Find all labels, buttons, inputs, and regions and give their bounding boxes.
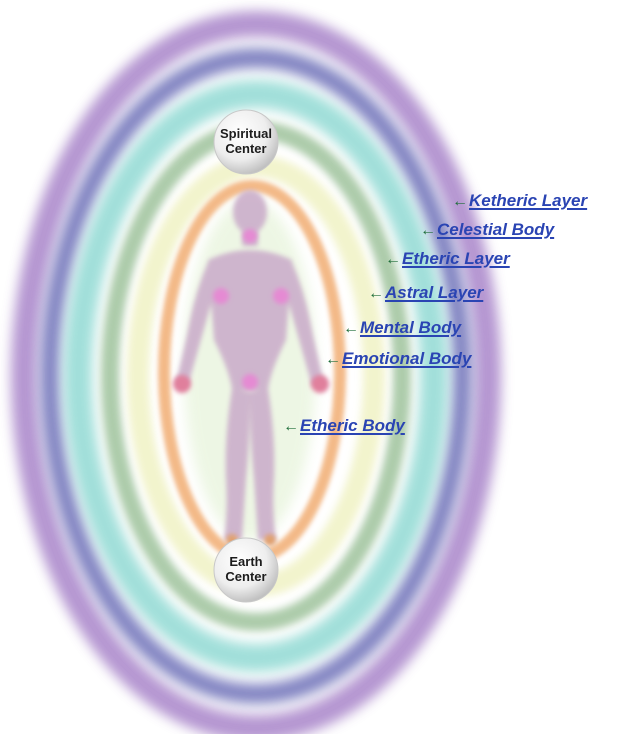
earth-center: Earth Center <box>214 538 278 602</box>
right-shoulder-point <box>273 288 289 304</box>
sacral-chakra <box>242 374 258 390</box>
left-hand-point <box>173 375 191 393</box>
earth-center-line2: Center <box>225 569 266 584</box>
emotional-body-label: Emotional Body <box>342 349 471 368</box>
etheric-layer-link[interactable]: ←Etheric Layer <box>385 249 510 270</box>
right-hand-point <box>311 375 329 393</box>
astral-layer-label: Astral Layer <box>385 283 483 302</box>
arrow-left-icon: ← <box>385 250 401 270</box>
throat-chakra <box>243 229 257 243</box>
arrow-left-icon: ← <box>343 319 359 339</box>
mental-body-label: Mental Body <box>360 318 461 337</box>
earth-center-line1: Earth <box>229 554 262 569</box>
arrow-left-icon: ← <box>368 284 384 304</box>
spiritual-center-line1: Spiritual <box>220 126 272 141</box>
etheric-layer-label: Etheric Layer <box>402 249 510 268</box>
left-shoulder-point <box>213 288 229 304</box>
emotional-body-link[interactable]: ←Emotional Body <box>325 349 471 370</box>
arrow-left-icon: ← <box>452 192 468 212</box>
right-foot-point <box>264 534 276 546</box>
arrow-left-icon: ← <box>420 221 436 241</box>
arrow-left-icon: ← <box>325 350 341 370</box>
astral-layer-link[interactable]: ←Astral Layer <box>368 283 483 304</box>
ketheric-layer-link[interactable]: ←Ketheric Layer <box>452 191 587 212</box>
spiritual-center: Spiritual Center <box>214 110 278 174</box>
etheric-body-link[interactable]: ←Etheric Body <box>283 416 405 437</box>
spiritual-center-line2: Center <box>225 141 266 156</box>
etheric-body-label: Etheric Body <box>300 416 405 435</box>
ketheric-layer-label: Ketheric Layer <box>469 191 587 210</box>
celestial-body-label: Celestial Body <box>437 220 554 239</box>
celestial-body-link[interactable]: ←Celestial Body <box>420 220 554 241</box>
arrow-left-icon: ← <box>283 417 299 437</box>
mental-body-link[interactable]: ←Mental Body <box>343 318 461 339</box>
